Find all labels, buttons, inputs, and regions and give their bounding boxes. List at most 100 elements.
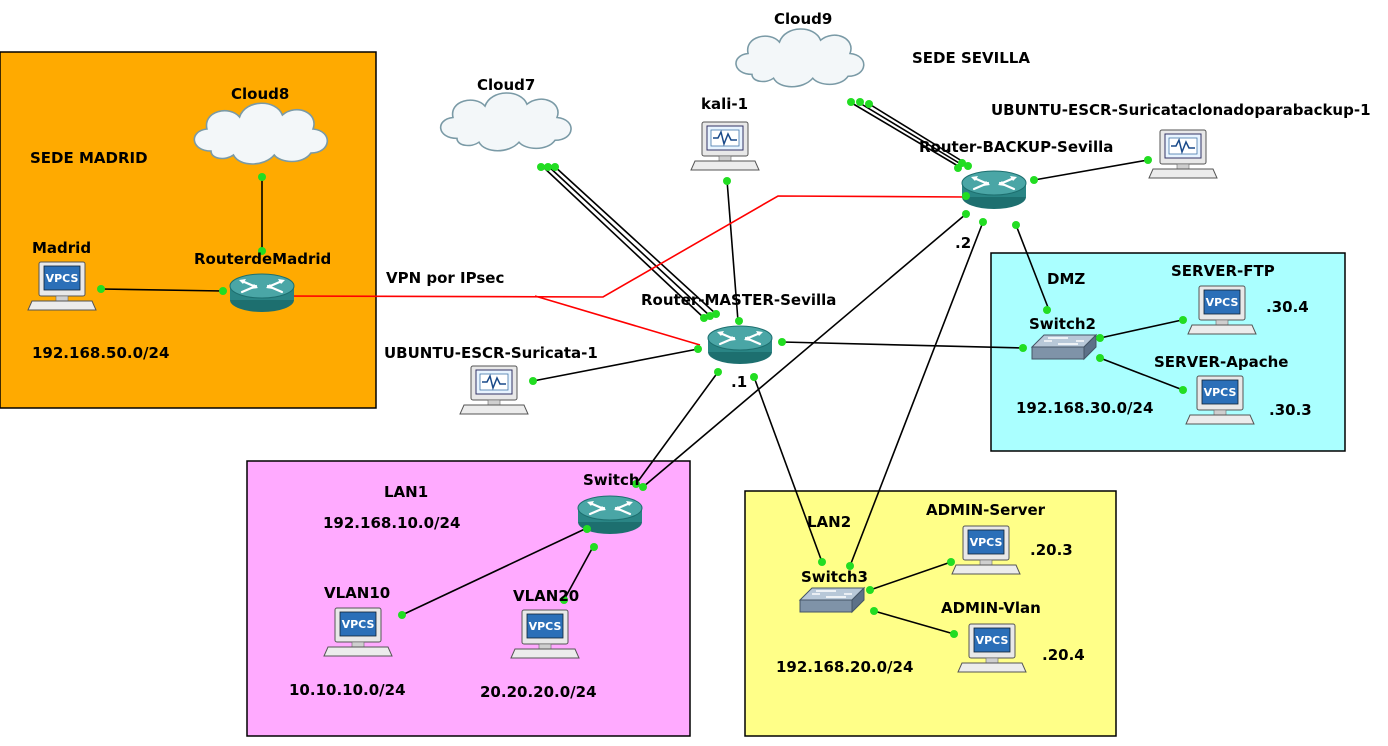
port-dot xyxy=(950,630,958,638)
port-dot xyxy=(551,163,559,171)
server-ftp-icon[interactable]: VPCS xyxy=(1187,285,1257,335)
vpn-link-branch xyxy=(534,295,701,346)
link-kali-master xyxy=(726,179,739,322)
madrid-pc-icon[interactable]: VPCS xyxy=(27,261,97,311)
server-ftp-label: SERVER-FTP xyxy=(1171,262,1275,280)
port-dot xyxy=(694,345,702,353)
port-dot xyxy=(590,543,598,551)
ftp-ip-label: .30.4 xyxy=(1266,298,1309,316)
vpn-label: VPN por IPsec xyxy=(386,269,504,287)
sede-sevilla-title: SEDE SEVILLA xyxy=(912,49,1030,67)
port-dot xyxy=(1179,316,1187,324)
port-dot xyxy=(723,177,731,185)
admin-server-ip-label: .20.3 xyxy=(1030,541,1073,559)
sede-madrid-title: SEDE MADRID xyxy=(30,149,148,167)
switch2-icon[interactable] xyxy=(1031,334,1097,360)
port-dot xyxy=(398,611,406,619)
vlan20-vpcs-label: VPCS xyxy=(529,620,562,633)
vlan10-vpcs-label: VPCS xyxy=(342,618,375,631)
vlan10-pc-icon[interactable]: VPCS xyxy=(323,607,393,657)
link-backup-switch3 xyxy=(849,221,984,567)
server-apache-label: SERVER-Apache xyxy=(1154,353,1288,371)
port-dot xyxy=(1096,354,1104,362)
link-ubuntu-master xyxy=(532,348,699,382)
zone-sede-madrid xyxy=(0,51,377,409)
admin-vlan-vpcs-label: VPCS xyxy=(976,634,1009,647)
port-dot xyxy=(865,100,873,108)
link-cloud9-backup-b xyxy=(857,101,965,167)
link-switch3-adminserver xyxy=(869,561,952,591)
port-indicators xyxy=(97,98,1187,638)
switch-label: Switch xyxy=(583,471,640,489)
cloud7-label: Cloud7 xyxy=(477,76,535,94)
link-cloud7-master-a xyxy=(540,164,705,319)
port-dot xyxy=(1012,221,1020,229)
router-madrid-icon[interactable] xyxy=(228,272,296,314)
port-dot xyxy=(866,586,874,594)
cloud7-icon[interactable] xyxy=(439,92,572,152)
port-dot xyxy=(544,163,552,171)
port-dot xyxy=(962,192,970,200)
zone-lan2 xyxy=(744,490,1117,737)
link-switch3-adminvlan xyxy=(873,610,955,635)
port-dot xyxy=(1043,306,1051,314)
port-dot xyxy=(847,98,855,106)
link-switch-vlan20 xyxy=(563,544,595,601)
link-switch-vlan10 xyxy=(401,527,588,616)
cloud9-icon[interactable] xyxy=(735,28,865,88)
port-dot xyxy=(1144,156,1152,164)
port-dot xyxy=(856,98,864,106)
port-dot xyxy=(537,163,545,171)
port-dot xyxy=(735,317,743,325)
vlan10-subnet-label: 10.10.10.0/24 xyxy=(289,681,406,699)
link-cloud7-master-c xyxy=(552,164,717,315)
port-dot xyxy=(1019,344,1027,352)
switch3-icon[interactable] xyxy=(799,587,865,613)
port-dot xyxy=(750,373,758,381)
port-dot xyxy=(632,480,640,488)
port-dot xyxy=(219,287,227,295)
port-dot xyxy=(258,173,266,181)
vlan20-label: VLAN20 xyxy=(513,587,579,605)
port-dot xyxy=(560,596,568,604)
ubuntu-backup-workstation-icon[interactable] xyxy=(1148,129,1218,179)
dmz-subnet-label: 192.168.30.0/24 xyxy=(1016,399,1153,417)
port-dot xyxy=(583,525,591,533)
switch2-label: Switch2 xyxy=(1029,315,1096,333)
cloud8-icon[interactable] xyxy=(193,102,329,165)
dmz-title: DMZ xyxy=(1047,270,1085,288)
port-dot xyxy=(962,210,970,218)
link-master-switch2 xyxy=(781,341,1024,349)
admin-vlan-label: ADMIN-Vlan xyxy=(941,599,1041,617)
zone-lan1 xyxy=(246,460,691,737)
link-cloud9-backup-c xyxy=(865,101,971,167)
vlan20-pc-icon[interactable]: VPCS xyxy=(510,609,580,659)
ubuntu-workstation-icon[interactable] xyxy=(459,365,529,415)
router-backup-icon[interactable] xyxy=(960,169,1028,211)
port-dot xyxy=(1096,334,1104,342)
ubuntu-label: UBUNTU-ESCR-Suricata-1 xyxy=(384,344,598,362)
link-cloud7-master-b xyxy=(546,164,711,317)
port-dot xyxy=(1030,176,1038,184)
kali-workstation-icon[interactable] xyxy=(690,121,760,171)
link-backup-switch xyxy=(642,213,967,488)
router-master-icon[interactable] xyxy=(706,324,774,366)
madrid-pc-label: Madrid xyxy=(32,239,91,257)
vlan20-subnet-label: 20.20.20.0/24 xyxy=(480,683,597,701)
admin-vlan-pc-icon[interactable]: VPCS xyxy=(957,623,1027,673)
server-ftp-vpcs-label: VPCS xyxy=(1206,296,1239,309)
port-dot xyxy=(958,159,966,167)
server-apache-icon[interactable]: VPCS xyxy=(1185,375,1255,425)
vpn-link xyxy=(277,195,967,298)
admin-vlan-ip-label: .20.4 xyxy=(1042,646,1085,664)
ubuntu-backup-label: UBUNTU-ESCR-Suricataclonadoparabackup-1 xyxy=(991,101,1371,119)
link-switch2-ftp xyxy=(1099,319,1183,339)
switch3-label: Switch3 xyxy=(801,568,868,586)
port-dot xyxy=(1179,386,1187,394)
router-backup-label: Router-BACKUP-Sevilla xyxy=(919,138,1113,156)
link-switch2-apache xyxy=(1099,357,1184,391)
link-madrid-routermadrid xyxy=(100,288,224,292)
lan1-subnet-label: 192.168.10.0/24 xyxy=(323,514,460,532)
admin-server-pc-icon[interactable]: VPCS xyxy=(951,525,1021,575)
